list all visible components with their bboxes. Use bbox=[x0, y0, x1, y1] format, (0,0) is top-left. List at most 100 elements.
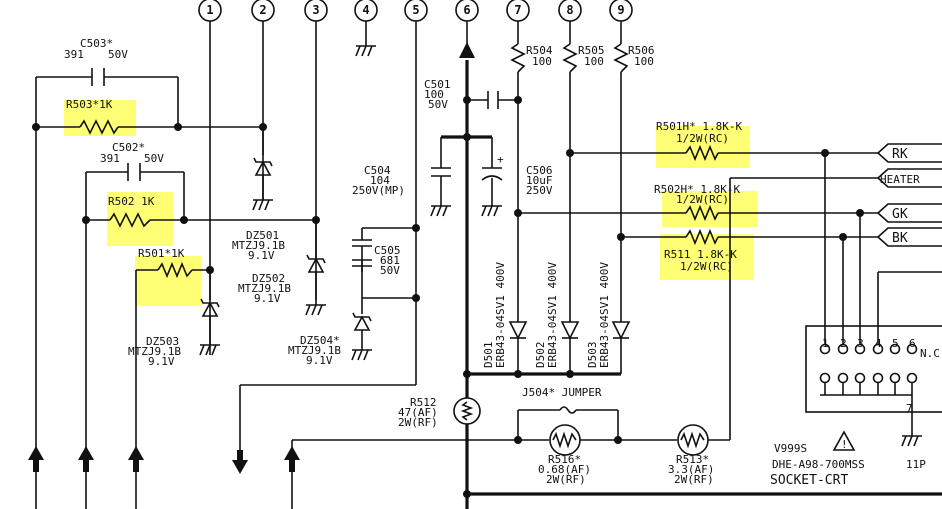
svg-text:4: 4 bbox=[362, 3, 369, 17]
svg-text:1/2W(RC): 1/2W(RC) bbox=[680, 260, 733, 273]
svg-text:9.1V: 9.1V bbox=[306, 354, 333, 367]
label-r501: R501*1K bbox=[138, 247, 185, 260]
label-r503: R503*1K bbox=[66, 98, 113, 111]
label-r516: R516* 0.68(AF) 2W(RF) bbox=[538, 453, 591, 486]
svg-text:9.1V: 9.1V bbox=[248, 249, 275, 262]
pin-1: 1 bbox=[198, 0, 222, 22]
pin-5: 5 bbox=[404, 0, 428, 22]
label-d502: D502 ERB43-04SV1 400V bbox=[534, 262, 559, 368]
label-r502: R502 1K bbox=[108, 195, 155, 208]
svg-text:2W(RF): 2W(RF) bbox=[546, 473, 586, 486]
svg-text:ERB43-04SV1 400V: ERB43-04SV1 400V bbox=[546, 262, 559, 368]
svg-text:C501: C501 bbox=[424, 78, 451, 91]
svg-text:1/2W(RC): 1/2W(RC) bbox=[676, 193, 729, 206]
pin-2: 2 bbox=[251, 0, 275, 22]
left-wiring bbox=[35, 21, 518, 509]
svg-text:R506: R506 bbox=[628, 44, 655, 57]
highlight-r501 bbox=[135, 256, 201, 306]
pin-4: 4 bbox=[354, 0, 378, 22]
svg-text:R505: R505 bbox=[578, 44, 605, 57]
connector-gk: GK bbox=[877, 203, 942, 223]
svg-text:R513*: R513* bbox=[676, 453, 709, 466]
label-r511: R511 1.8K-K 1/2W(RC) bbox=[664, 248, 737, 273]
svg-text:10uF: 10uF bbox=[526, 174, 553, 187]
dz504-symbol bbox=[352, 312, 372, 331]
svg-text:100: 100 bbox=[532, 55, 552, 68]
svg-text:3: 3 bbox=[312, 3, 319, 17]
svg-text:11P: 11P bbox=[906, 458, 926, 471]
svg-text:DZ501: DZ501 bbox=[246, 229, 279, 242]
svg-text:6: 6 bbox=[909, 337, 916, 350]
svg-text:250V(MP): 250V(MP) bbox=[352, 184, 405, 197]
c504-symbol bbox=[352, 239, 372, 247]
r503-symbol bbox=[79, 119, 119, 135]
label-r505: R505 100 bbox=[578, 44, 605, 68]
svg-text:MTZJ9.1B: MTZJ9.1B bbox=[238, 282, 291, 295]
svg-text:250V: 250V bbox=[526, 184, 553, 197]
svg-text:ERB43-04SV1 400V: ERB43-04SV1 400V bbox=[494, 262, 507, 368]
label-r501h: R501H* 1.8K-K 1/2W(RC) bbox=[656, 120, 742, 145]
c502-symbol bbox=[127, 163, 141, 181]
pin-8: 8 bbox=[558, 0, 582, 22]
svg-text:DZ502: DZ502 bbox=[252, 272, 285, 285]
svg-text:50V: 50V bbox=[428, 98, 448, 111]
dz501-symbol bbox=[253, 157, 273, 176]
label-c503: C503* 391 50V bbox=[64, 37, 128, 61]
svg-text:1/2W(RC): 1/2W(RC) bbox=[676, 132, 729, 145]
connector-bk: BK bbox=[877, 227, 942, 247]
svg-text:C502*: C502* bbox=[112, 141, 145, 154]
c503-symbol bbox=[91, 68, 105, 86]
svg-text:7: 7 bbox=[514, 3, 521, 17]
svg-text:D503: D503 bbox=[586, 342, 599, 369]
r501-symbol bbox=[157, 261, 193, 279]
svg-text:9.1V: 9.1V bbox=[254, 292, 281, 305]
svg-text:50V: 50V bbox=[108, 48, 128, 61]
svg-text:391: 391 bbox=[64, 48, 84, 61]
svg-text:2W(RF): 2W(RF) bbox=[674, 473, 714, 486]
svg-text:9.1V: 9.1V bbox=[148, 355, 175, 368]
label-d501: D501 ERB43-04SV1 400V bbox=[482, 262, 507, 368]
junctions-middle bbox=[463, 96, 864, 498]
svg-text:V999S: V999S bbox=[774, 442, 807, 455]
svg-text:50V: 50V bbox=[380, 264, 400, 277]
socket-crt: 1 2 3 4 5 6 N.C 7 V999S ! DHE-A98-700MSS… bbox=[770, 325, 942, 488]
svg-text:R511 1.8K-K: R511 1.8K-K bbox=[664, 248, 737, 261]
svg-text:1: 1 bbox=[206, 3, 213, 17]
svg-text:6: 6 bbox=[463, 3, 470, 17]
svg-text:HEATER: HEATER bbox=[880, 173, 920, 186]
label-c501: C501 100 50V bbox=[424, 78, 451, 111]
svg-text:100: 100 bbox=[584, 55, 604, 68]
label-c502: C502* 391 50V bbox=[100, 141, 164, 165]
svg-text:8: 8 bbox=[566, 3, 573, 17]
svg-text:391: 391 bbox=[100, 152, 120, 165]
svg-text:GK: GK bbox=[892, 207, 908, 222]
label-c504: C504 104 250V(MP) bbox=[352, 164, 405, 197]
svg-text:C503*: C503* bbox=[80, 37, 113, 50]
label-dz503: DZ503 MTZJ9.1B 9.1V bbox=[128, 335, 181, 368]
svg-text:+: + bbox=[497, 153, 504, 166]
svg-text:2: 2 bbox=[840, 337, 847, 350]
svg-text:0.68(AF): 0.68(AF) bbox=[538, 463, 591, 476]
svg-text:7: 7 bbox=[906, 402, 913, 415]
svg-text:R516*: R516* bbox=[548, 453, 581, 466]
svg-text:MTZJ9.1B: MTZJ9.1B bbox=[232, 239, 285, 252]
svg-text:R512: R512 bbox=[410, 396, 437, 409]
label-d503: D503 ERB43-04SV1 400V bbox=[586, 262, 611, 368]
svg-text:100: 100 bbox=[634, 55, 654, 68]
connector-rk: RK bbox=[877, 143, 942, 163]
label-dz504: DZ504* MTZJ9.1B 9.1V bbox=[288, 334, 341, 367]
svg-text:C506: C506 bbox=[526, 164, 553, 177]
svg-text:3.3(AF): 3.3(AF) bbox=[668, 463, 714, 476]
highlight-r501h bbox=[656, 126, 750, 168]
svg-text:5: 5 bbox=[412, 3, 419, 17]
pin-7: 7 bbox=[506, 0, 530, 22]
dz502-symbol bbox=[306, 254, 326, 273]
svg-text:R504: R504 bbox=[526, 44, 553, 57]
svg-text:DHE-A98-700MSS: DHE-A98-700MSS bbox=[772, 458, 865, 471]
label-r502h: R502H* 1.8K-K 1/2W(RC) bbox=[654, 183, 740, 206]
svg-text:MTZJ9.1B: MTZJ9.1B bbox=[288, 344, 341, 357]
svg-text:3: 3 bbox=[857, 337, 864, 350]
r502-symbol bbox=[109, 212, 151, 228]
svg-text:C504: C504 bbox=[364, 164, 391, 177]
svg-text:R501H* 1.8K-K: R501H* 1.8K-K bbox=[656, 120, 742, 133]
